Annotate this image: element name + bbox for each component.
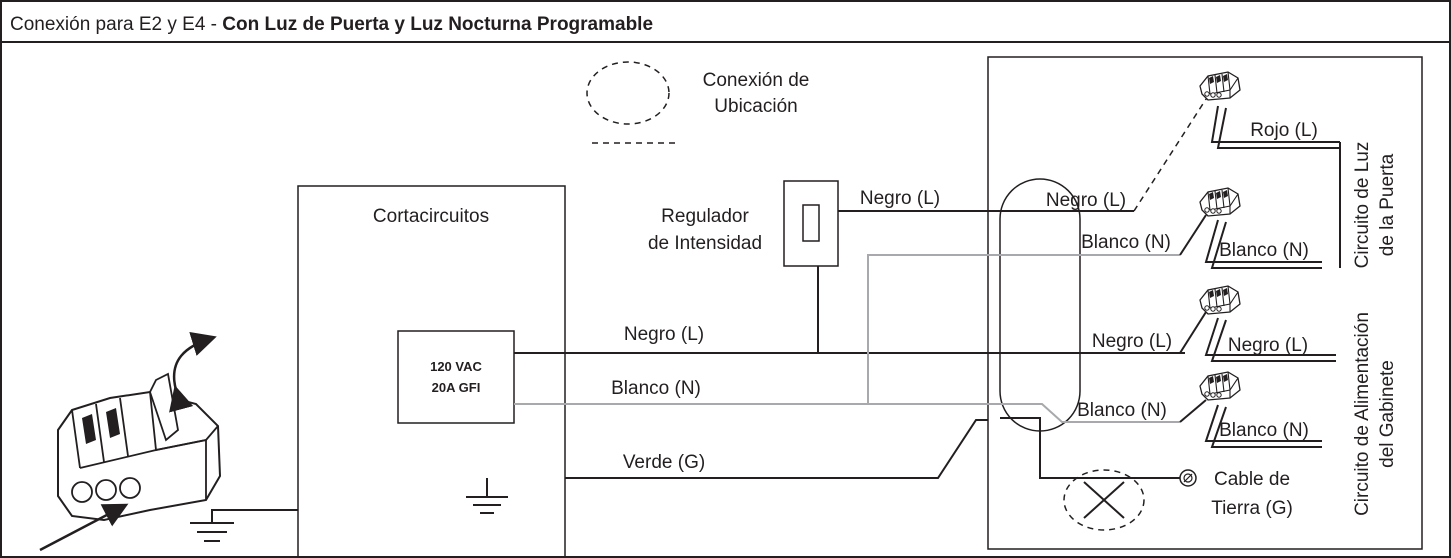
label-feed-white-out: Blanco (N)	[1219, 420, 1309, 441]
wire-feed-white-in	[1179, 399, 1207, 423]
page-title: Conexión para E2 y E4 - Con Luz de Puert…	[10, 14, 653, 35]
legend-location-line1: Conexión de	[703, 70, 810, 91]
ground-screw-icon	[1179, 469, 1197, 487]
pointer-arrow-icon	[39, 503, 129, 552]
dimmer-label-line2: de Intensidad	[648, 233, 762, 254]
wire-feed-black-out-2	[1210, 319, 1336, 362]
ground-symbol-icon	[466, 478, 508, 514]
wire-label-main-white: Blanco (N)	[611, 378, 701, 399]
wire-feed-white-out-2	[1210, 406, 1322, 448]
curved-arrow-icon	[169, 331, 217, 413]
gfi-rating-line1: 120 VAC	[430, 359, 482, 374]
wire-ground-link	[1000, 417, 1180, 479]
wire-label-dimmer-black: Negro (L)	[860, 188, 940, 209]
wire-feed-black-out	[1204, 317, 1336, 356]
feed-circuit-line2: del Gabinete	[1377, 360, 1398, 468]
wire-door-white-out	[1204, 219, 1322, 263]
label-door-white-out: Blanco (N)	[1219, 240, 1309, 261]
cabinet-box	[987, 56, 1423, 550]
wire-label-main-green: Verde (G)	[623, 452, 705, 473]
dimmer-toggle	[802, 204, 820, 242]
wago-connector-icon	[1199, 71, 1241, 101]
wire-white-riser	[867, 254, 1180, 404]
wire-ground-left	[211, 509, 298, 523]
label-feed-black-in: Negro (L)	[1092, 331, 1172, 352]
connection-capsule	[999, 178, 1081, 432]
wire-feed-white-out	[1204, 404, 1322, 442]
label-door-black: Negro (L)	[1046, 190, 1126, 211]
wago-connector-icon	[1199, 187, 1241, 217]
wire-label-main-black: Negro (L)	[624, 324, 704, 345]
ground-cable-line1: Cable de	[1214, 469, 1290, 490]
wire-main-white	[514, 403, 1180, 423]
wire-door-red-dash	[1133, 95, 1209, 212]
gfi-box	[397, 330, 515, 424]
ground-location-ellipse	[1063, 469, 1145, 531]
label-feed-white-in: Blanco (N)	[1077, 400, 1167, 421]
wago-connector-icon	[1199, 371, 1241, 401]
wire-door-red-2	[1216, 107, 1340, 149]
wago-connector-icon	[1199, 285, 1241, 315]
label-feed-black-out: Negro (L)	[1228, 335, 1308, 356]
legend-location-line2: Ubicación	[714, 96, 797, 117]
feed-circuit-line1: Circuito de Alimentación	[1352, 312, 1373, 516]
wire-door-white-in	[1179, 214, 1207, 256]
breaker-title: Cortacircuitos	[373, 206, 489, 227]
ground-cable-line2: Tierra (G)	[1211, 498, 1293, 519]
wire-door-white-out-2	[1210, 221, 1322, 269]
label-door-red: Rojo (L)	[1250, 120, 1318, 141]
wago-connector-large-icon	[57, 372, 222, 522]
wire-main-green	[565, 419, 988, 479]
label-door-white-in: Blanco (N)	[1081, 232, 1171, 253]
dimmer-switch-plate	[783, 180, 839, 267]
door-circuit-line2: de la Puerta	[1377, 153, 1398, 256]
location-legend-icon	[586, 61, 670, 125]
door-circuit-line1: Circuito de Luz	[1352, 142, 1373, 269]
gfi-rating-line2: 20A GFI	[432, 380, 481, 395]
wire-feed-black-in	[1179, 311, 1207, 354]
breaker-box	[297, 185, 566, 558]
dimmer-label-line1: Regulador	[661, 206, 749, 227]
ground-x-2	[1083, 481, 1125, 519]
wire-door-red	[1210, 105, 1340, 143]
ground-symbol-left-icon	[190, 522, 234, 542]
